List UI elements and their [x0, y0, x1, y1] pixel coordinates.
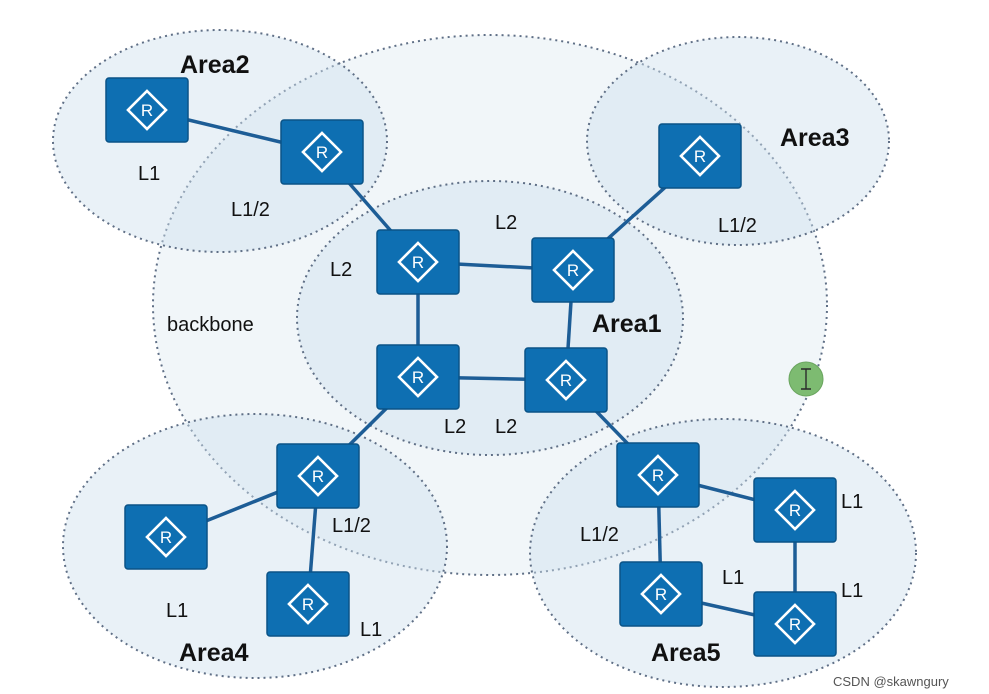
router-glyph: R — [412, 253, 424, 272]
router-body — [124, 504, 208, 570]
level-label-area4-l1-left: L1 — [166, 600, 188, 622]
level-label-core-top-left: L2 — [330, 259, 352, 281]
router-icon — [637, 454, 679, 496]
router-glyph: R — [655, 585, 667, 604]
router-body — [376, 344, 460, 410]
area4-ellipse — [62, 413, 448, 679]
level-label-area5-l1-mid: L1 — [722, 567, 744, 589]
router-area4-l1-right: R — [266, 571, 350, 637]
router-glyph: R — [141, 101, 153, 120]
router-core-bottom-left: R — [376, 344, 460, 410]
level-label-area2-l1: L1 — [138, 163, 160, 185]
backbone-label: backbone — [167, 314, 254, 336]
router-body — [276, 443, 360, 509]
router-area4-l12: R — [276, 443, 360, 509]
router-glyph: R — [652, 466, 664, 485]
router-icon — [774, 603, 816, 645]
level-label-area2-l12: L1/2 — [231, 199, 270, 221]
level-label-area5-l1-bottom: L1 — [841, 580, 863, 602]
router-area3-l12: R — [658, 123, 742, 189]
router-glyph: R — [567, 261, 579, 280]
text-cursor-icon — [801, 368, 811, 390]
router-area4-l1-left: R — [124, 504, 208, 570]
level-labels: L1 L1/2 L1/2 L2 L2 L2 L2 L1/2 L1 L1 L1/2… — [138, 163, 863, 641]
router-icon — [126, 89, 168, 131]
router-body — [658, 123, 742, 189]
level-label-area5-l1-top: L1 — [841, 491, 863, 513]
area1-label: Area1 — [592, 310, 662, 338]
router-body — [619, 561, 703, 627]
router-body — [616, 442, 700, 508]
router-core-top-left: R — [376, 229, 460, 295]
router-area2-l12: R — [280, 119, 364, 185]
router-body — [753, 477, 837, 543]
area5-ellipse — [529, 418, 917, 688]
router-core-bottom-right: R — [524, 347, 608, 413]
router-glyph: R — [789, 615, 801, 634]
router-icon — [397, 356, 439, 398]
router-icon — [545, 359, 587, 401]
router-area2-l1: R — [105, 77, 189, 143]
watermark: CSDN @skawngury — [833, 674, 949, 689]
routers: R R R R R R R R R R R R R R — [105, 77, 837, 657]
level-label-area3-l12: L1/2 — [718, 215, 757, 237]
level-label-area4-l12: L1/2 — [332, 515, 371, 537]
level-label-core-bottom-right: L2 — [495, 416, 517, 438]
router-icon — [397, 241, 439, 283]
router-core-top-right: R — [531, 237, 615, 303]
router-area5-l1-bottom-right: R — [753, 591, 837, 657]
router-body — [753, 591, 837, 657]
router-icon — [287, 583, 329, 625]
area3-label: Area3 — [780, 124, 850, 152]
area4-label: Area4 — [179, 639, 249, 667]
router-body — [266, 571, 350, 637]
cursor-highlight — [788, 361, 824, 397]
router-icon — [145, 516, 187, 558]
router-glyph: R — [789, 501, 801, 520]
area5-label: Area5 — [651, 639, 721, 667]
router-area5-l1-top: R — [753, 477, 837, 543]
router-body — [524, 347, 608, 413]
router-icon — [552, 249, 594, 291]
router-glyph: R — [302, 595, 314, 614]
router-glyph: R — [316, 143, 328, 162]
router-glyph: R — [412, 368, 424, 387]
router-glyph: R — [560, 371, 572, 390]
router-icon — [297, 455, 339, 497]
router-area5-l1-bottom-left: R — [619, 561, 703, 627]
router-icon — [774, 489, 816, 531]
router-glyph: R — [694, 147, 706, 166]
router-area5-l12: R — [616, 442, 700, 508]
area-labels: Area2 Area3 Area1 Area4 Area5 backbone — [167, 51, 850, 667]
router-icon — [679, 135, 721, 177]
router-body — [376, 229, 460, 295]
area2-label: Area2 — [180, 51, 250, 79]
level-label-area5-l12: L1/2 — [580, 524, 619, 546]
router-icon — [301, 131, 343, 173]
router-glyph: R — [312, 467, 324, 486]
router-body — [105, 77, 189, 143]
router-body — [280, 119, 364, 185]
router-body — [531, 237, 615, 303]
level-label-core-top: L2 — [495, 212, 517, 234]
level-label-area4-l1-right: L1 — [360, 619, 382, 641]
level-label-core-bottom-left: L2 — [444, 416, 466, 438]
router-icon — [640, 573, 682, 615]
router-glyph: R — [160, 528, 172, 547]
